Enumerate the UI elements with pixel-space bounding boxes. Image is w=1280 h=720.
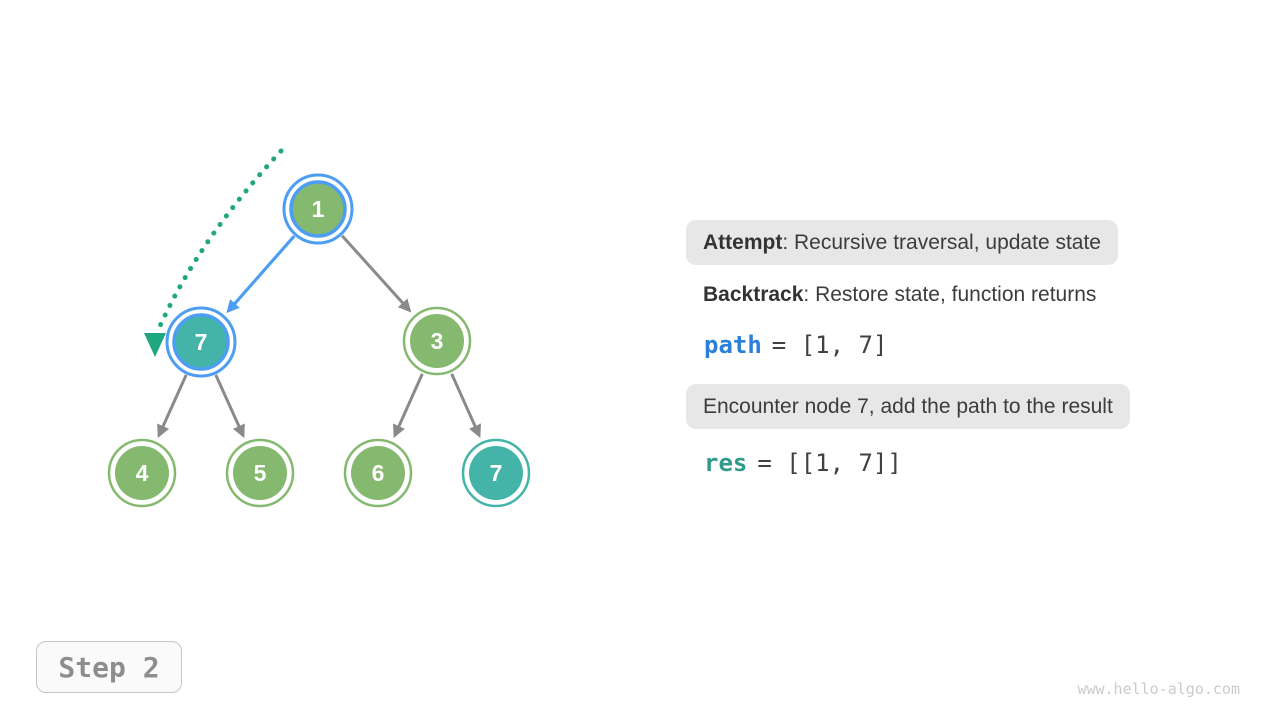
backtrack-text: : Restore state, function returns [803,283,1097,306]
tree-node-rr: 7 [461,438,531,508]
trace-dotted-curve [157,148,284,329]
tree-node-rl: 6 [343,438,413,508]
tree-node-right: 3 [402,306,472,376]
attempt-note: Attempt: Recursive traversal, update sta… [686,220,1118,265]
tree-node-lr: 5 [225,438,295,508]
attempt-text: : Recursive traversal, update state [782,230,1101,254]
tree-node-value: 5 [254,460,267,486]
attempt-label: Attempt [703,230,783,254]
encounter-note: Encounter node 7, add the path to the re… [686,384,1130,429]
tree-node-left: 7 [165,306,237,378]
tree-edge-left-lr [214,374,245,438]
trace-arrowhead-icon [144,333,166,357]
tree-node-root: 1 [282,173,354,245]
backtrack-note: Backtrack: Restore state, function retur… [703,283,1096,307]
path-value: = [1, 7] [771,331,888,359]
tree-node-value: 7 [490,460,503,486]
res-variable: res [704,449,748,477]
tree-node-value: 6 [372,460,385,486]
tree-node-value: 7 [195,329,208,355]
tree-edge-root-right [340,234,412,313]
encounter-text: Encounter node 7, add the path to the re… [703,394,1113,418]
tree-edge-root-left [226,234,296,314]
res-code-line: res = [[1, 7]] [704,449,902,477]
tree-node-ll: 4 [107,438,177,508]
tree-edge-right-rl [393,373,424,438]
backtrack-label: Backtrack [703,283,804,306]
path-variable: path [704,331,762,359]
watermark: www.hello-algo.com [1077,680,1240,698]
tree-node-value: 4 [136,460,149,486]
binary-tree-diagram: 1 7 3 4 5 6 7 [107,148,531,508]
tree-node-value: 1 [312,196,325,222]
step-badge: Step 2 [36,641,182,693]
tree-node-value: 3 [431,328,444,354]
path-code-line: path = [1, 7] [704,331,887,359]
res-value: = [[1, 7]] [757,449,902,477]
tree-edge-left-ll [157,374,188,438]
tree-edge-right-rr [450,373,481,438]
step-badge-label: Step 2 [58,650,160,684]
